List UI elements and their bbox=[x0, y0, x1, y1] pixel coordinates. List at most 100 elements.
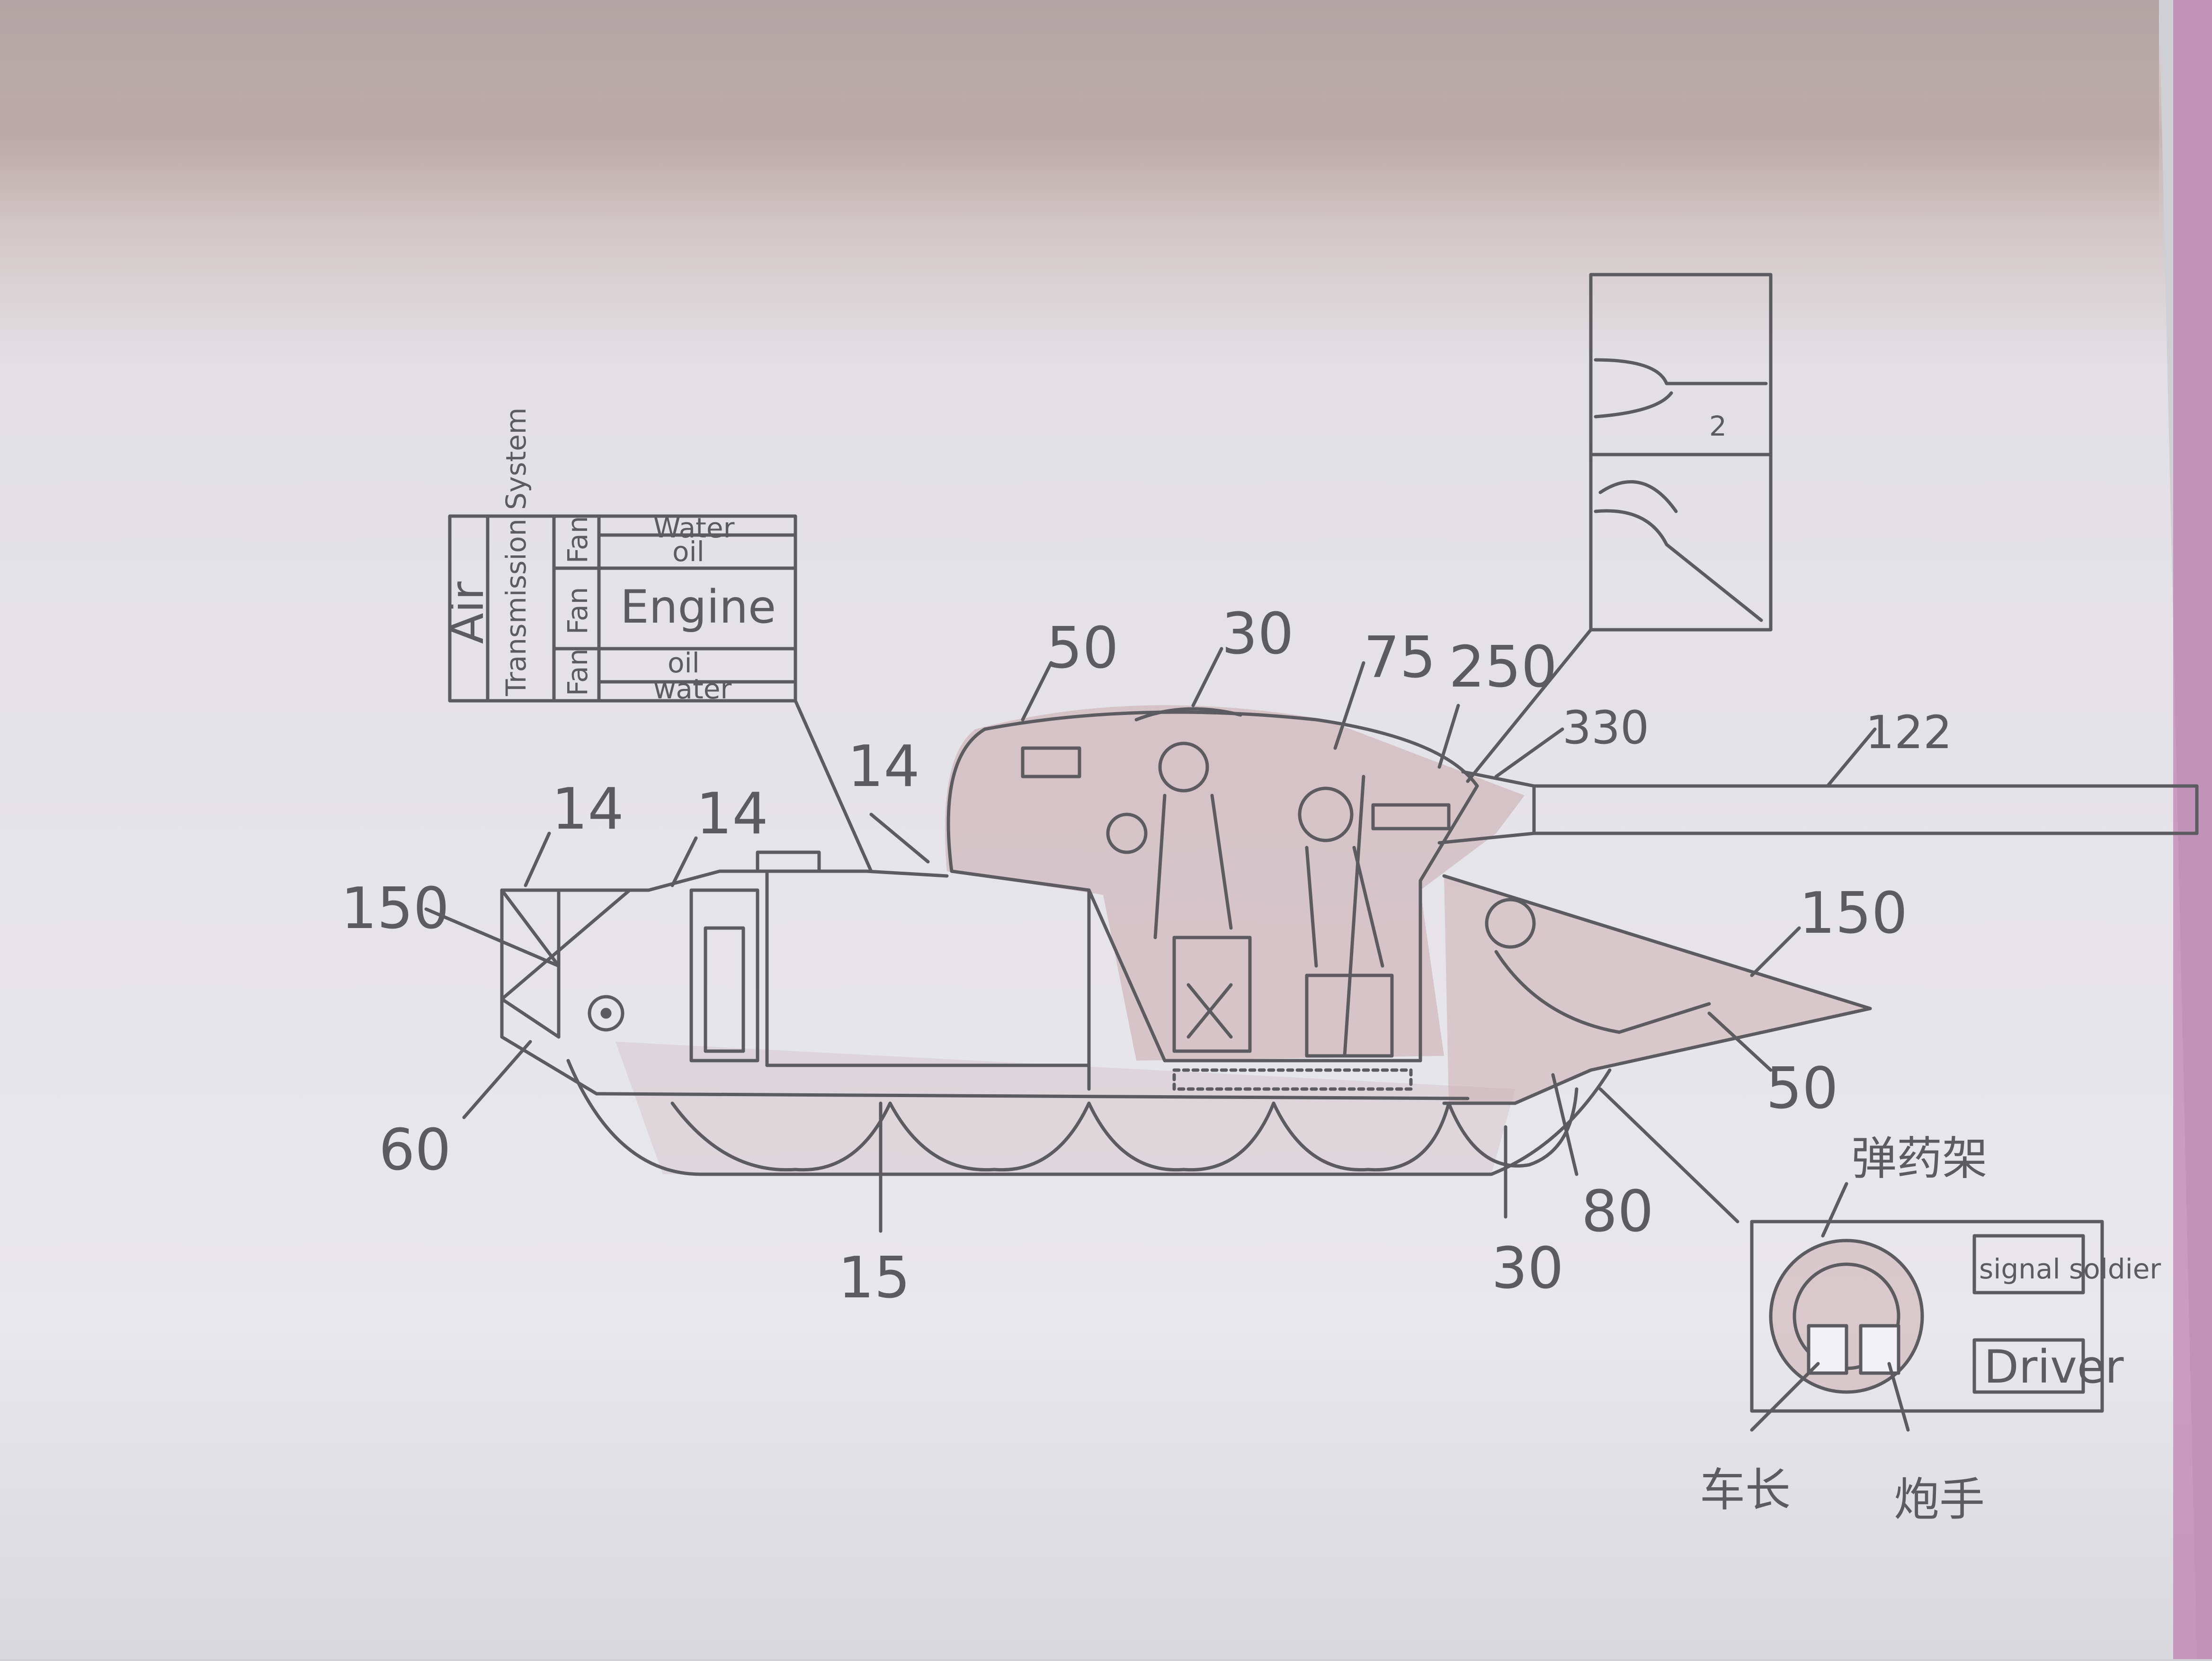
hull-vent bbox=[756, 850, 821, 873]
leader-50-turret bbox=[1021, 661, 1053, 722]
driver-box bbox=[1972, 1338, 2085, 1394]
label-floor: 80 bbox=[1581, 1179, 1654, 1245]
leader-150 bbox=[424, 907, 561, 968]
label-turret-roof: 30 bbox=[1222, 601, 1294, 667]
leader-150-front bbox=[1750, 926, 1801, 977]
leader-75 bbox=[1333, 661, 1365, 750]
label-gun-caliber: 122 bbox=[1865, 706, 1952, 759]
leader-14a bbox=[524, 831, 551, 887]
driver-body bbox=[1494, 950, 1711, 1034]
label-gunner: 炮手 bbox=[1894, 1473, 1985, 1526]
exhaust-dot bbox=[600, 1008, 612, 1019]
inset-oil-top: oil bbox=[672, 536, 705, 568]
armor-labels: 14 14 150 60 14 50 30 75 250 330 122 150… bbox=[341, 601, 1952, 1311]
turret-floor bbox=[1087, 888, 1422, 1063]
rear-diag-c bbox=[500, 997, 561, 1039]
label-ammo-rack: 弹药架 bbox=[1851, 1132, 1988, 1185]
engine-inset-box bbox=[448, 514, 797, 703]
inset-fan-bottom: Fan bbox=[562, 649, 594, 696]
label-glacis: 150 bbox=[1799, 881, 1908, 947]
sight-box bbox=[1021, 746, 1081, 778]
leader-14b bbox=[670, 836, 698, 887]
crew-body-2 bbox=[1305, 846, 1384, 968]
inset-engine: Engine bbox=[620, 580, 776, 634]
rear-diag-a bbox=[500, 888, 561, 968]
floor-ammo bbox=[1172, 1068, 1413, 1091]
leader-60 bbox=[462, 1040, 532, 1119]
label-lower-front: 50 bbox=[1766, 1056, 1838, 1122]
wheel-3 bbox=[1087, 1101, 1275, 1172]
loader-seat bbox=[1305, 973, 1394, 1058]
leader-122 bbox=[1826, 727, 1877, 788]
cupola bbox=[1134, 707, 1242, 722]
signal-soldier-box bbox=[1972, 1234, 2085, 1295]
leader-gunner bbox=[1887, 1362, 1910, 1432]
crew-body-1 bbox=[1153, 794, 1233, 939]
engine-block bbox=[689, 888, 759, 1063]
label-signal-soldier: signal soldier bbox=[1979, 1253, 2161, 1285]
turret-front-inner bbox=[1343, 775, 1365, 1058]
rear-diag-b bbox=[500, 888, 632, 1001]
label-turret-front: 75 bbox=[1364, 625, 1436, 691]
crew-inset-text: 弹药架 signal soldier Driver 车长 炮手 bbox=[1700, 1132, 2161, 1526]
fabric-edge bbox=[2173, 0, 2212, 1659]
inset-oil-bottom: oil bbox=[668, 647, 700, 679]
leader-14c bbox=[869, 813, 930, 864]
label-armor-top-mid: 14 bbox=[696, 781, 768, 847]
inset-water-bottom: water bbox=[653, 673, 731, 705]
wheel-1 bbox=[670, 1101, 892, 1172]
engine-inner bbox=[704, 926, 745, 1053]
gunner-seat-plan bbox=[1859, 1324, 1900, 1375]
gun-barrel bbox=[1532, 784, 2199, 835]
exhaust-circle bbox=[588, 995, 624, 1032]
label-turret-rear: 50 bbox=[1046, 616, 1119, 681]
turret-shading bbox=[945, 705, 1525, 1061]
gun-inset-top-breech bbox=[1594, 358, 1768, 419]
crew-head-1 bbox=[1158, 741, 1209, 793]
leader-80 bbox=[1551, 1073, 1579, 1176]
label-armor-rear: 150 bbox=[341, 876, 449, 942]
hull-top bbox=[500, 869, 949, 892]
inset-fan-top: Fan bbox=[562, 516, 594, 563]
tank-lines bbox=[424, 273, 2199, 1432]
label-belly: 30 bbox=[1491, 1236, 1564, 1302]
hull-rear-lower bbox=[500, 888, 1470, 1100]
track-outline bbox=[566, 1059, 1612, 1176]
leader-30-top bbox=[1191, 647, 1223, 707]
front-shading bbox=[1444, 876, 1865, 1103]
wheel-4 bbox=[1272, 1101, 1451, 1172]
label-armor-rear-low: 60 bbox=[379, 1117, 451, 1183]
crew-inset-connector bbox=[1598, 1087, 1739, 1223]
inset-transmission: Transmission System bbox=[500, 408, 532, 697]
wheel-2 bbox=[888, 1101, 1091, 1172]
engine-inset-text: Air Transmission System Fan Fan Fan Wate… bbox=[441, 408, 776, 705]
label-armor-top-front: 14 bbox=[552, 777, 624, 842]
inset-air: Air bbox=[441, 581, 494, 644]
label-side: 15 bbox=[838, 1245, 910, 1311]
leader-50-front bbox=[1707, 1011, 1773, 1072]
gunner-seat bbox=[1172, 936, 1252, 1053]
inset-fan-mid: Fan bbox=[562, 587, 594, 634]
hull-shading bbox=[615, 1042, 1515, 1174]
leader-ammo-rack bbox=[1821, 1182, 1848, 1238]
gun-inset-bottom-breech bbox=[1594, 480, 1763, 622]
label-armor-hull-top: 14 bbox=[847, 734, 920, 800]
crew-head-4 bbox=[1106, 813, 1148, 854]
label-mantlet: 250 bbox=[1449, 634, 1557, 700]
leader-commander bbox=[1750, 1362, 1820, 1432]
leader-250 bbox=[1437, 704, 1460, 769]
wheel-5 bbox=[1447, 1087, 1579, 1168]
breech bbox=[1371, 803, 1451, 830]
gun-inset-mark: 2 bbox=[1709, 410, 1727, 442]
engine-inset-connector bbox=[794, 699, 873, 873]
paper-shadow bbox=[0, 0, 2159, 227]
crew-head-3 bbox=[1485, 898, 1536, 949]
crew-inset-box bbox=[1750, 1220, 2104, 1413]
front-glacis bbox=[1442, 874, 1872, 1105]
leader-330 bbox=[1494, 727, 1564, 778]
gun-inset-box bbox=[1589, 273, 1773, 632]
crew-head-2 bbox=[1298, 786, 1354, 842]
label-gun-mount: 330 bbox=[1562, 701, 1649, 754]
